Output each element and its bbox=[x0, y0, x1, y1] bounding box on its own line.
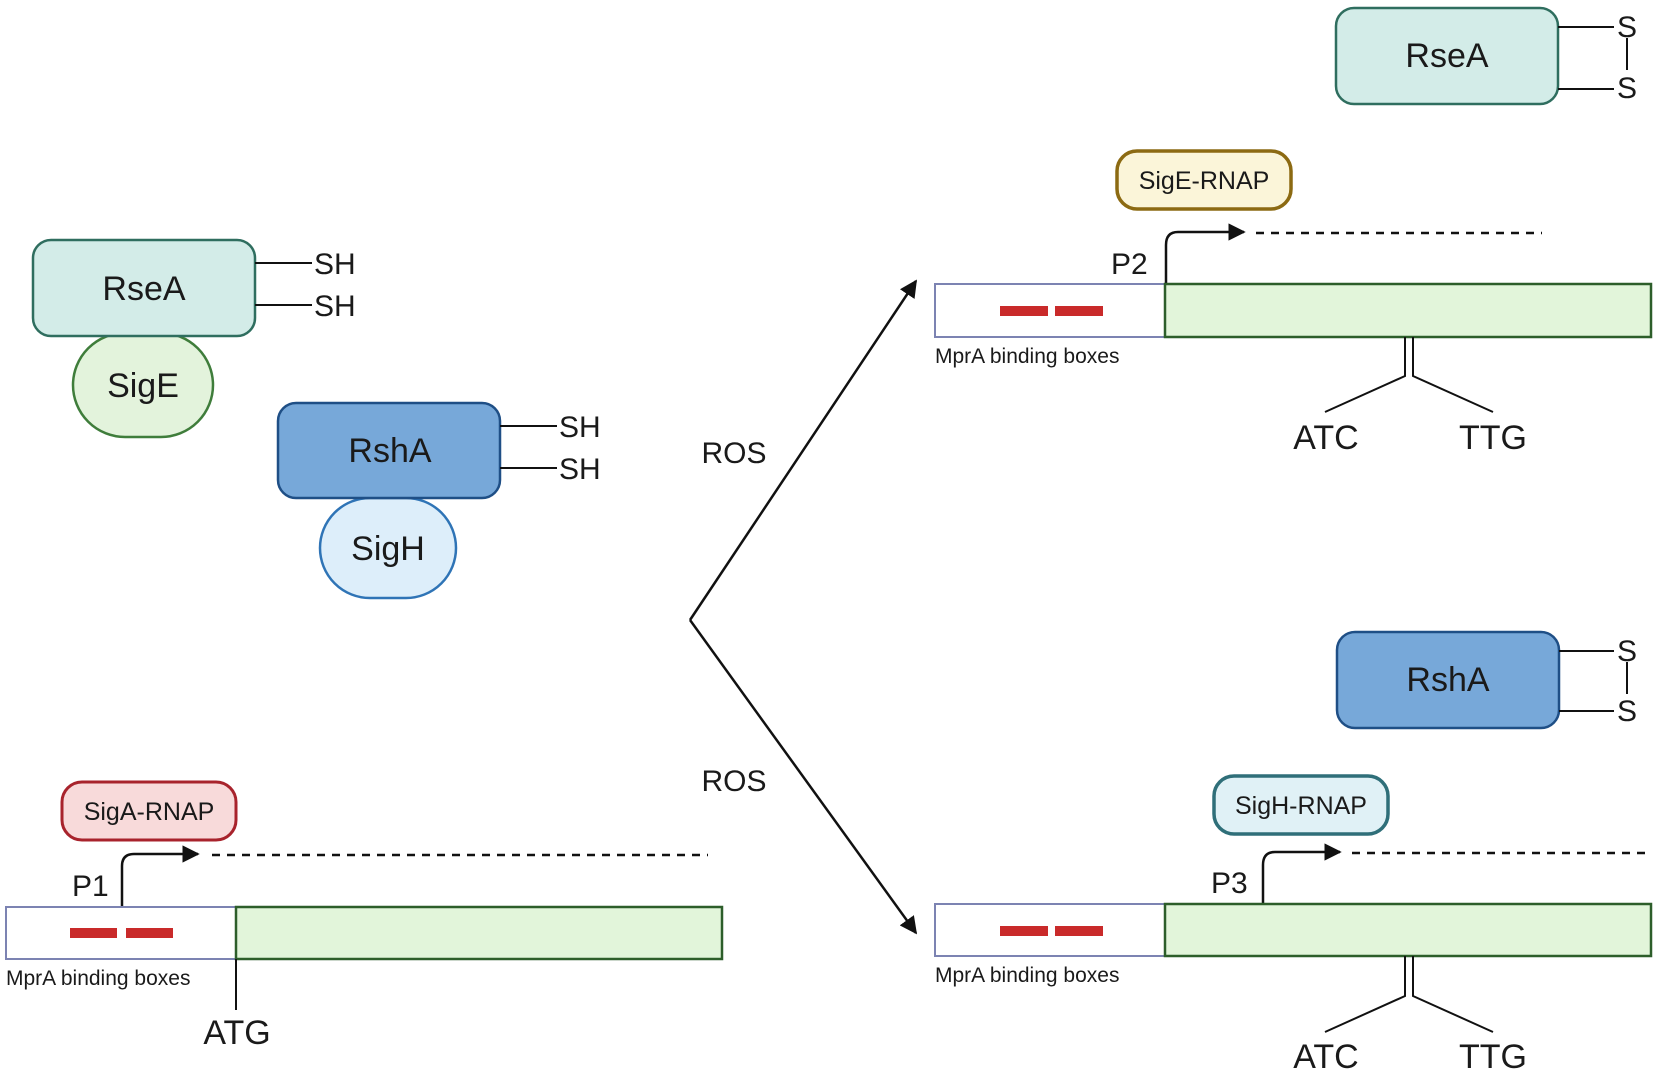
sigh-rnap-label: SigH-RNAP bbox=[1235, 792, 1367, 820]
ros-label-top: ROS bbox=[701, 437, 766, 470]
rsha-oxidized: RshA S S bbox=[1335, 630, 1637, 730]
rsea-sh-label-2: SH bbox=[314, 290, 356, 323]
p2-mpra-boxes-label: MprA binding boxes bbox=[935, 345, 1119, 368]
p1-tss-arrow bbox=[120, 845, 200, 907]
p3-mpra-box-2 bbox=[1055, 926, 1103, 936]
rsha-s-label-2: S bbox=[1617, 695, 1637, 728]
rsha-reduced-shape bbox=[276, 401, 502, 500]
rsha-sh-label-1: SH bbox=[559, 411, 601, 444]
p2-atc-label: ATC bbox=[1293, 419, 1358, 457]
p1-promoter-region bbox=[5, 906, 237, 960]
rsea-s-label-2: S bbox=[1617, 72, 1637, 105]
rsea-oxidized: RseA S S bbox=[1334, 6, 1637, 106]
p3-gene-body bbox=[1163, 902, 1653, 958]
p3-operon: SigH-RNAP P3 MprA binding boxes ATC TTG bbox=[934, 774, 1653, 1074]
p3-mpra-box-1 bbox=[1000, 926, 1048, 936]
p1-gene-body bbox=[234, 905, 724, 961]
ros-arrow-down bbox=[688, 619, 918, 935]
sigh-label: SigH bbox=[351, 530, 425, 568]
p3-atc-label: ATC bbox=[1293, 1038, 1358, 1074]
rsea-s-label-1: S bbox=[1617, 11, 1637, 44]
ros-branch: ROS ROS bbox=[688, 279, 918, 935]
p1-mpra-boxes-label: MprA binding boxes bbox=[6, 967, 190, 990]
p1-mpra-box-1 bbox=[70, 928, 117, 938]
rsea-reduced-shape bbox=[31, 238, 257, 338]
ros-label-bottom: ROS bbox=[701, 765, 766, 798]
rsea-reduced-label: RseA bbox=[102, 270, 185, 308]
rsea-oxidized-shape bbox=[1334, 6, 1560, 106]
p2-tss-arrow bbox=[1164, 223, 1246, 284]
sige-label: SigE bbox=[107, 367, 179, 405]
rsea-sige-complex: SigE RseA SH SH bbox=[31, 238, 356, 439]
siga-rnap-label: SigA-RNAP bbox=[84, 798, 215, 826]
p2-codon-fork bbox=[1324, 337, 1494, 413]
p3-label: P3 bbox=[1211, 867, 1248, 900]
atg-label: ATG bbox=[203, 1014, 270, 1052]
p1-operon: SigA-RNAP P1 MprA binding boxes ATG bbox=[5, 780, 724, 1052]
p3-promoter-region bbox=[934, 903, 1166, 957]
siga-rnap-pill bbox=[60, 780, 238, 842]
p2-label: P2 bbox=[1111, 248, 1148, 281]
p1-mpra-box-2 bbox=[126, 928, 173, 938]
p2-gene-body bbox=[1163, 282, 1653, 339]
p2-mpra-box-2 bbox=[1055, 306, 1103, 316]
p3-mpra-boxes-label: MprA binding boxes bbox=[935, 964, 1119, 987]
rsha-oxidized-label: RshA bbox=[1406, 661, 1489, 699]
p2-operon: SigE-RNAP P2 MprA binding boxes ATC TTG bbox=[934, 149, 1653, 457]
rsha-sigh-complex: SigH RshA SH SH bbox=[276, 401, 601, 600]
sigh-rnap-pill bbox=[1212, 774, 1390, 836]
p2-promoter-region bbox=[934, 283, 1166, 338]
p3-tss-arrow bbox=[1261, 843, 1342, 904]
p2-ttg-label: TTG bbox=[1459, 419, 1527, 457]
p3-ttg-label: TTG bbox=[1459, 1038, 1527, 1074]
rsea-oxidized-label: RseA bbox=[1405, 37, 1488, 75]
sige-rnap-label: SigE-RNAP bbox=[1139, 167, 1270, 195]
rsha-s-label-1: S bbox=[1617, 635, 1637, 668]
p3-codon-fork bbox=[1324, 956, 1494, 1033]
rsea-sh-label-1: SH bbox=[314, 248, 356, 281]
ros-arrow-up bbox=[688, 279, 918, 621]
sige-rnap-pill bbox=[1115, 149, 1293, 211]
rsha-oxidized-shape bbox=[1335, 630, 1561, 730]
rsha-reduced-label: RshA bbox=[348, 432, 431, 470]
rsha-sh-label-2: SH bbox=[559, 453, 601, 486]
p2-mpra-box-1 bbox=[1000, 306, 1048, 316]
p1-label: P1 bbox=[72, 870, 109, 903]
